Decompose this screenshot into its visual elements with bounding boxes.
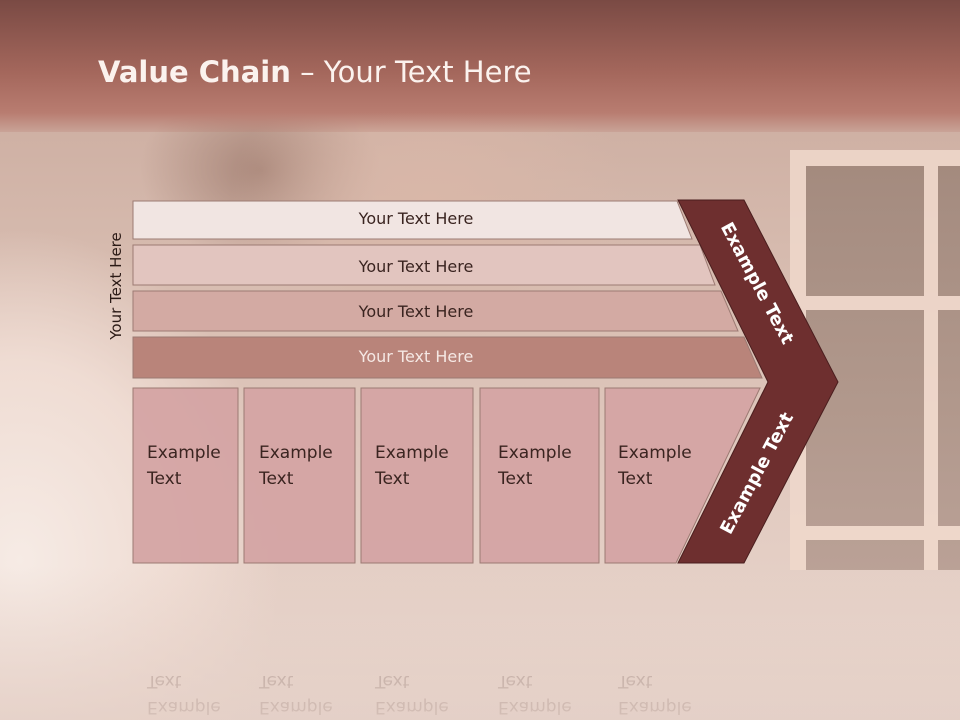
column-5: [604, 387, 761, 564]
column-3: [360, 387, 474, 564]
support-activities: Your Text Here Your Text Here Your Text …: [132, 200, 763, 379]
column-5-line1: Example: [618, 443, 692, 463]
bar-2: [132, 244, 716, 286]
primary-activities: Example Text Example Text Example Text E…: [132, 387, 761, 564]
column-2-line1: Example: [259, 443, 333, 463]
slide-title-bold: Value Chain: [98, 55, 291, 89]
column-1-line1: Example: [147, 443, 221, 463]
bar-3: [132, 290, 739, 332]
column-4-line1: Example: [498, 443, 572, 463]
bar-3-label: Your Text Here: [358, 302, 474, 321]
column-3-line2: Text: [374, 469, 410, 489]
reflection-fade: [0, 566, 960, 720]
column-2: [243, 387, 356, 564]
background-window: [790, 150, 960, 570]
margin-chevron: Example Text Example Text: [677, 199, 839, 564]
slide-title: Value Chain – Your Text Here: [98, 55, 532, 89]
chevron-shape: [677, 199, 839, 564]
column-4-line2: Text: [497, 469, 533, 489]
column-3-line1: Example: [375, 443, 449, 463]
slide-title-rest: – Your Text Here: [290, 55, 532, 89]
bar-1-label: Your Text Here: [358, 209, 474, 228]
column-1: [132, 387, 239, 564]
column-4: [479, 387, 600, 564]
column-5-line2: Text: [617, 469, 653, 489]
header-band: [0, 0, 960, 132]
bar-2-label: Your Text Here: [358, 257, 474, 276]
column-1-line2: Text: [146, 469, 182, 489]
bar-1: [132, 200, 693, 240]
bar-4: [132, 336, 763, 379]
bar-4-label: Your Text Here: [358, 347, 474, 366]
column-2-line2: Text: [258, 469, 294, 489]
